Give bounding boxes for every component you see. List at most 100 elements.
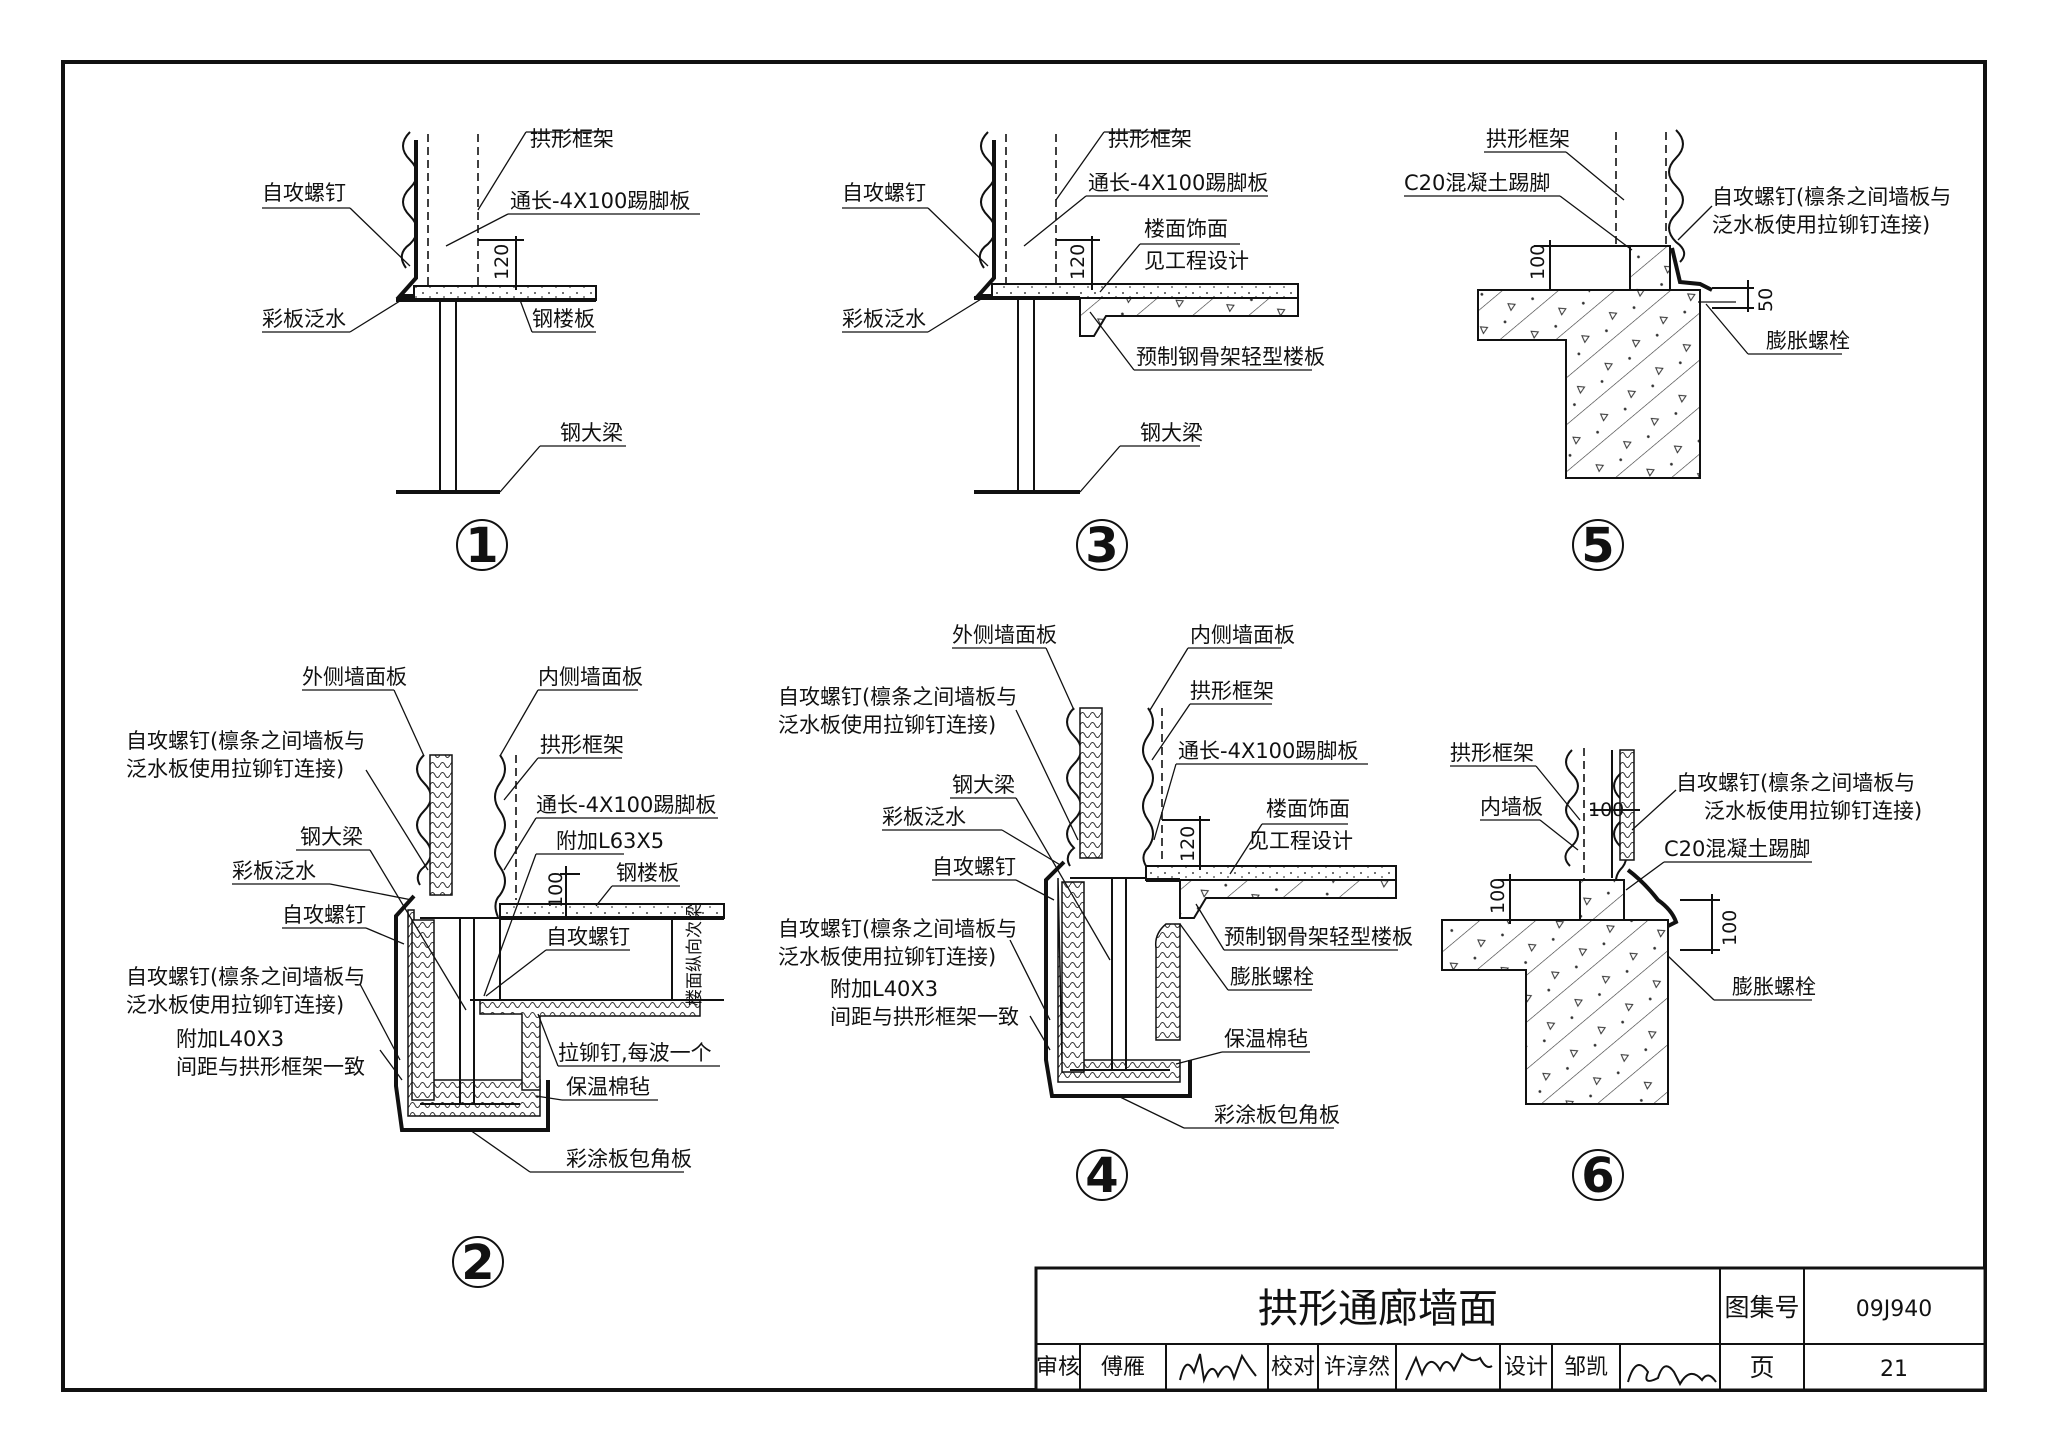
d3-label-flash: 彩板泛水 (842, 307, 926, 331)
d4-label-flash: 彩板泛水 (882, 805, 966, 829)
page-label: 页 (1749, 1353, 1774, 1382)
check-label: 校对 (1271, 1355, 1315, 1380)
d4-label-wool: 保温棉毡 (1224, 1027, 1308, 1051)
d5-dim-a: 100 (1527, 244, 1549, 280)
d5-label-bolt: 膨胀螺栓 (1766, 329, 1850, 353)
d2-label-vertical: 楼面纵向次梁 (685, 904, 705, 1006)
d2-label-girder: 钢大梁 (300, 825, 363, 849)
d4-label-precast: 预制钢骨架轻型楼板 (1224, 925, 1413, 949)
d3-number: 3 (1085, 518, 1118, 574)
sheet-border (61, 60, 1987, 1392)
d2-label-spacing: 间距与拱形框架一致 (176, 1055, 365, 1079)
d4-label-angle40: 附加L40X3 (830, 977, 938, 1001)
d5-label-frame: 拱形框架 (1486, 127, 1570, 151)
d4-label-kick: 通长-4X100踢脚板 (1178, 739, 1358, 763)
d2-dim: 100 (545, 872, 567, 908)
detail-3: 120 拱形框架 自攻螺钉 通长-4X100踢脚板 楼面饰面 见工程设计 彩板泛… (842, 127, 1325, 574)
d2-label-screwB: 自攻螺钉 (282, 903, 366, 927)
d3-label-kick: 通长-4X100踢脚板 (1088, 171, 1268, 195)
d5-dim-b: 50 (1755, 288, 1777, 312)
d4-dim: 120 (1177, 826, 1199, 862)
d4-label-screwD1: 自攻螺钉(檩条之间墙板与 (778, 917, 1017, 941)
d2-label-frame: 拱形框架 (540, 733, 624, 757)
d2-label-screwD1: 自攻螺钉(檩条之间墙板与 (126, 965, 365, 989)
d2-label-angle63: 附加L63X5 (556, 829, 664, 853)
d2-label-flash: 彩板泛水 (232, 859, 316, 883)
d6-number: 6 (1581, 1148, 1614, 1204)
d2-label-angle40: 附加L40X3 (176, 1027, 284, 1051)
d3-label-screw: 自攻螺钉 (842, 181, 926, 205)
d5-number: 5 (1581, 518, 1614, 574)
d2-label-screwC: 自攻螺钉 (546, 925, 630, 949)
d4-label-frame: 拱形框架 (1190, 679, 1274, 703)
d6-dim-a: 100 (1487, 878, 1509, 914)
d4-label-girder: 钢大梁 (952, 773, 1015, 797)
d3-label-finish1: 楼面饰面 (1144, 217, 1228, 241)
d2-number: 2 (461, 1235, 494, 1291)
d3-label-finish2: 见工程设计 (1144, 249, 1249, 273)
designer-signature (1627, 1363, 1717, 1387)
d4-label-corner: 彩涂板包角板 (1214, 1103, 1340, 1127)
detail-2: 100 楼面纵向次梁 外侧墙面板 内侧墙面板 自攻螺钉(檩条之间墙板与 泛水板使… (126, 665, 725, 1291)
d2-label-inner: 内侧墙面板 (538, 665, 643, 689)
designer-name: 邹凯 (1564, 1355, 1608, 1380)
d6-dim-c: 100 (1719, 910, 1741, 946)
d5-label-screw1: 自攻螺钉(檩条之间墙板与 (1712, 185, 1951, 209)
d2-label-wool: 保温棉毡 (566, 1075, 650, 1099)
detail-6: 100 100 100 拱形框架 内墙板 自攻螺钉(檩条之间墙板与 泛水板使用拉… (1441, 741, 1922, 1204)
d4-label-screwA1: 自攻螺钉(檩条之间墙板与 (778, 685, 1017, 709)
d2-label-screwA2: 泛水板使用拉铆钉连接) (126, 757, 344, 781)
d4-label-screwB: 自攻螺钉 (932, 855, 1016, 879)
d1-label-flash: 彩板泛水 (262, 307, 346, 331)
d1-label-kick: 通长-4X100踢脚板 (510, 189, 690, 213)
d5-label-screw2: 泛水板使用拉铆钉连接) (1712, 213, 1930, 237)
d2-label-rivet: 拉铆钉,每波一个 (558, 1041, 712, 1065)
d1-label-frame: 拱形框架 (530, 127, 614, 151)
d5-label-c20: C20混凝土踢脚 (1404, 171, 1550, 195)
checker-signature (1405, 1352, 1493, 1381)
d2-label-corner: 彩涂板包角板 (566, 1147, 692, 1171)
d6-label-screw1: 自攻螺钉(檩条之间墙板与 (1676, 771, 1915, 795)
d1-number: 1 (465, 518, 498, 574)
d4-label-finish2: 见工程设计 (1248, 829, 1353, 853)
d6-label-bolt: 膨胀螺栓 (1732, 975, 1816, 999)
d6-label-screw2: 泛水板使用拉铆钉连接) (1704, 799, 1922, 823)
sheet-title: 拱形通廊墙面 (1258, 1286, 1498, 1332)
detail-1: 120 拱形框架 自攻螺钉 通长-4X100踢脚板 彩板泛水 钢楼板 钢大梁 1 (262, 127, 700, 574)
reviewer-signature (1179, 1353, 1257, 1384)
title-block: 拱形通廊墙面 图集号 09J940 页 21 审核 傅雁 校对 许淳然 设计 邹… (1034, 1266, 1987, 1392)
design-label: 设计 (1504, 1355, 1548, 1380)
d2-label-outer: 外侧墙面板 (302, 665, 407, 689)
d4-label-finish1: 楼面饰面 (1266, 797, 1350, 821)
d6-dim-b: 100 (1588, 799, 1624, 821)
d4-label-outer: 外侧墙面板 (952, 623, 1057, 647)
d3-label-girder: 钢大梁 (1140, 421, 1203, 445)
d4-label-screwD2: 泛水板使用拉铆钉连接) (778, 945, 996, 969)
d6-label-frame: 拱形框架 (1450, 741, 1534, 765)
d1-label-screw: 自攻螺钉 (262, 181, 346, 205)
d4-label-screwA2: 泛水板使用拉铆钉连接) (778, 713, 996, 737)
d1-label-girder: 钢大梁 (560, 421, 623, 445)
d6-label-inner: 内墙板 (1480, 795, 1543, 819)
review-label: 审核 (1036, 1355, 1080, 1380)
d6-label-c20: C20混凝土踢脚 (1664, 837, 1810, 861)
atlas-number: 09J940 (1856, 1297, 1932, 1322)
d4-number: 4 (1085, 1148, 1118, 1204)
d4-label-spacing: 间距与拱形框架一致 (830, 1005, 1019, 1029)
d3-dim: 120 (1067, 244, 1089, 280)
d2-label-screwA1: 自攻螺钉(檩条之间墙板与 (126, 729, 365, 753)
page-number: 21 (1880, 1357, 1908, 1382)
atlas-label: 图集号 (1724, 1293, 1799, 1322)
d2-label-kick: 通长-4X100踢脚板 (536, 793, 716, 817)
d3-label-frame: 拱形框架 (1108, 127, 1192, 151)
checker-name: 许淳然 (1324, 1355, 1390, 1380)
d1-label-deck: 钢楼板 (532, 307, 595, 331)
detail-4: 120 外侧墙面板 内侧墙面板 自攻螺钉(檩条之间墙板与 泛水板使用拉铆钉连接)… (778, 623, 1413, 1204)
d2-label-deck: 钢楼板 (616, 861, 679, 885)
d3-label-precast: 预制钢骨架轻型楼板 (1136, 345, 1325, 369)
detail-5: 100 50 拱形框架 C20混凝土踢脚 自攻螺钉(檩条之间墙板与 泛水板使用拉… (1404, 127, 1951, 574)
reviewer-name: 傅雁 (1101, 1355, 1145, 1380)
d4-label-bolt: 膨胀螺栓 (1230, 965, 1314, 989)
d4-label-inner: 内侧墙面板 (1190, 623, 1295, 647)
